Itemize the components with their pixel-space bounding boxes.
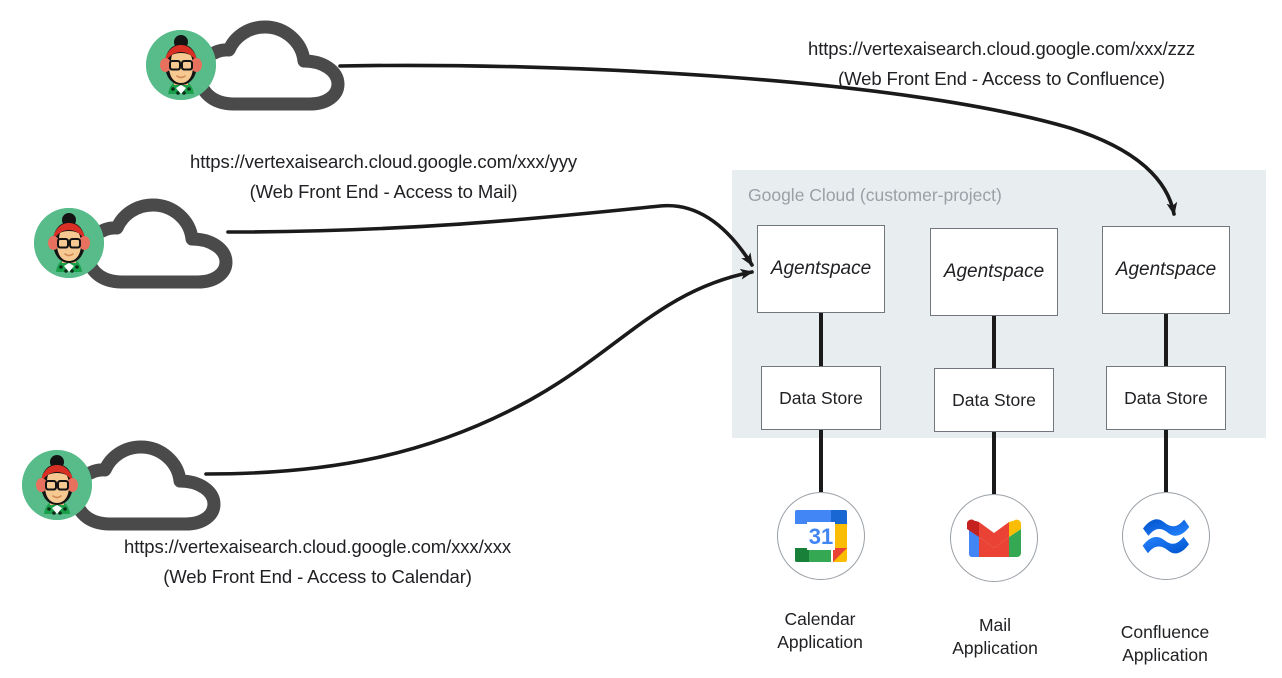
app-label-line1: Confluence bbox=[1120, 622, 1210, 642]
app-label-line2: Application bbox=[952, 638, 1038, 658]
app-label-line2: Application bbox=[777, 632, 863, 652]
arrow-user-mail bbox=[226, 203, 754, 267]
user-avatar bbox=[146, 30, 216, 100]
datastore-label: Data Store bbox=[952, 389, 1036, 410]
user-avatar bbox=[34, 208, 104, 278]
connector-agentspace-datastore-mail bbox=[992, 316, 996, 368]
user-avatar-icon bbox=[146, 30, 216, 100]
arrow-user-calendar bbox=[204, 268, 754, 476]
user-avatar-icon bbox=[22, 450, 92, 520]
agentspace-box-calendar[interactable]: Agentspace bbox=[757, 225, 885, 313]
svg-text:31: 31 bbox=[809, 524, 833, 549]
agentspace-box-mail[interactable]: Agentspace bbox=[930, 228, 1058, 316]
user-group-mail bbox=[34, 196, 234, 296]
user-url: https://vertexaisearch.cloud.google.com/… bbox=[190, 151, 578, 172]
user-avatar bbox=[22, 450, 92, 520]
connector-agentspace-datastore-calendar bbox=[819, 313, 823, 366]
app-label-calendar: Calendar Application bbox=[755, 608, 885, 654]
app-label-line1: Calendar bbox=[784, 609, 856, 629]
connector-datastore-app-confluence bbox=[1164, 430, 1168, 492]
datastore-box-confluence[interactable]: Data Store bbox=[1106, 366, 1226, 430]
agentspace-label: Agentspace bbox=[943, 261, 1045, 282]
user-url-label-calendar: https://vertexaisearch.cloud.google.com/… bbox=[124, 532, 511, 592]
datastore-label: Data Store bbox=[1124, 387, 1208, 408]
user-url-description: (Web Front End - Access to Mail) bbox=[249, 181, 518, 202]
connector-agentspace-datastore-confluence bbox=[1164, 314, 1168, 366]
agentspace-label: Agentspace bbox=[770, 258, 872, 279]
agentspace-box-confluence[interactable]: Agentspace bbox=[1102, 226, 1230, 314]
app-label-mail: Mail Application bbox=[930, 614, 1060, 660]
confluence-icon bbox=[1142, 519, 1190, 554]
app-label-confluence: Confluence Application bbox=[1100, 621, 1230, 667]
user-url-label-confluence: https://vertexaisearch.cloud.google.com/… bbox=[808, 34, 1195, 94]
user-url: https://vertexaisearch.cloud.google.com/… bbox=[124, 536, 512, 557]
user-url-description: (Web Front End - Access to Confluence) bbox=[838, 68, 1165, 89]
datastore-box-calendar[interactable]: Data Store bbox=[761, 366, 881, 430]
user-group-calendar bbox=[22, 438, 222, 538]
datastore-label: Data Store bbox=[779, 387, 863, 408]
connector-datastore-app-calendar bbox=[819, 430, 823, 492]
app-circle-mail[interactable] bbox=[950, 494, 1038, 582]
user-avatar-icon bbox=[34, 208, 104, 278]
app-label-line2: Application bbox=[1122, 645, 1208, 665]
google-calendar-icon: 31 bbox=[795, 510, 847, 562]
app-circle-confluence[interactable] bbox=[1122, 492, 1210, 580]
user-url-label-mail: https://vertexaisearch.cloud.google.com/… bbox=[190, 147, 577, 207]
user-url: https://vertexaisearch.cloud.google.com/… bbox=[808, 38, 1196, 59]
arrow-user-confluence bbox=[338, 63, 1178, 216]
datastore-box-mail[interactable]: Data Store bbox=[934, 368, 1054, 432]
user-url-description: (Web Front End - Access to Calendar) bbox=[163, 566, 472, 587]
app-circle-calendar[interactable]: 31 bbox=[777, 492, 865, 580]
google-cloud-container-label: Google Cloud (customer-project) bbox=[748, 185, 1002, 205]
agentspace-label: Agentspace bbox=[1115, 259, 1217, 280]
app-label-line1: Mail bbox=[978, 615, 1012, 635]
connector-datastore-app-mail bbox=[992, 432, 996, 494]
gmail-icon bbox=[967, 519, 1021, 557]
user-group-confluence bbox=[146, 18, 346, 118]
